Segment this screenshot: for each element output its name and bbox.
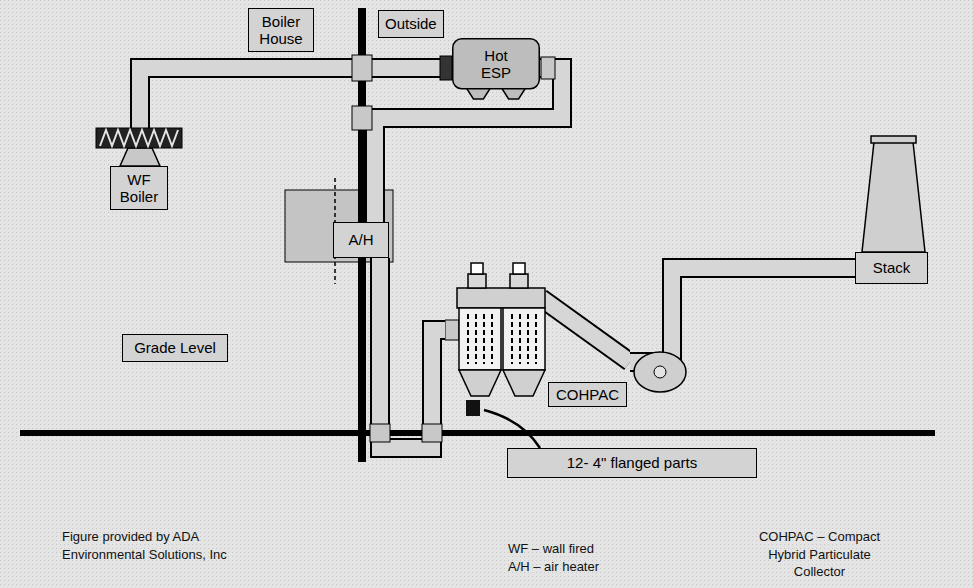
- flue-duct: [380, 258, 445, 448]
- collector-hopper: [503, 370, 545, 396]
- esp-outlet: [541, 57, 555, 79]
- grade-penetration: [370, 424, 390, 442]
- filter-bag: [527, 314, 529, 364]
- node-text: Outside: [385, 15, 437, 32]
- area-label-box: Boiler House: [248, 8, 314, 52]
- esp-body: [453, 39, 540, 89]
- filter-bag: [511, 314, 513, 364]
- abbreviation-note: WF – wall fired: [508, 540, 594, 558]
- node-text: 12- 4" flanged parts: [567, 454, 697, 471]
- esp-inlet: [440, 56, 452, 80]
- stack-rim: [871, 136, 916, 143]
- filter-bag: [467, 314, 469, 364]
- node-text: Boiler House: [255, 13, 307, 48]
- credit-note: Figure provided by ADA Environmental Sol…: [62, 528, 257, 563]
- access-hatch: [468, 274, 486, 288]
- flue-duct: [630, 268, 855, 362]
- filter-bag: [475, 314, 477, 364]
- area-label-box: Outside: [378, 10, 444, 38]
- node-text: COHPAC: [556, 386, 619, 403]
- esp-hopper: [466, 88, 490, 99]
- wall-penetration: [352, 106, 372, 130]
- duct-wall: [375, 68, 562, 222]
- leader-line: [484, 410, 540, 448]
- duct-inside: [630, 268, 855, 362]
- collector-plenum: [457, 288, 545, 308]
- fan-housing: [634, 352, 686, 392]
- stack-tower: [862, 142, 925, 252]
- bag-compartment: [503, 308, 545, 370]
- collector-inlet: [445, 320, 459, 340]
- abbreviation-note: A/H – air heater: [508, 558, 599, 576]
- filter-bag: [483, 314, 485, 364]
- node-text: Grade Level: [134, 339, 216, 356]
- callout-box: 12- 4" flanged parts: [507, 448, 757, 478]
- access-hatch: [510, 274, 528, 288]
- boiler-box: WF Boiler: [110, 166, 168, 210]
- esp-hopper: [502, 88, 526, 99]
- hatch-cap: [471, 263, 483, 274]
- duct-inside: [375, 68, 562, 222]
- flue-duct: [375, 68, 562, 222]
- outlet-duct-wall: [541, 298, 630, 362]
- air-heater-box: A/H: [333, 222, 389, 258]
- node-text: Hot ESP: [478, 47, 514, 82]
- filter-bag: [491, 314, 493, 364]
- bag-compartment: [459, 308, 501, 370]
- node-text: WF Boiler: [117, 171, 161, 206]
- filter-bag: [519, 314, 521, 364]
- duct-inside: [380, 258, 445, 448]
- duct-wall: [380, 258, 445, 448]
- grade-penetration: [422, 424, 442, 442]
- boiler-coil: [96, 128, 182, 148]
- boiler-funnel: [120, 148, 160, 166]
- node-text: Stack: [873, 259, 911, 276]
- grade-label-box: Grade Level: [122, 334, 228, 362]
- collector-unit: COHPAC: [445, 258, 630, 415]
- outlet-duct-inside: [541, 298, 630, 362]
- collector-label-box: COHPAC: [548, 382, 627, 407]
- flanged-port: [466, 400, 480, 416]
- collector-hopper: [459, 370, 501, 396]
- abbreviation-note: COHPAC – Compact Hybrid Particulate Coll…: [752, 528, 887, 581]
- coil-windings: [100, 130, 178, 146]
- filter-bag: [535, 314, 537, 364]
- stack-base-box: Stack: [855, 252, 928, 284]
- grade-line: [20, 430, 935, 436]
- fan-hub: [654, 366, 666, 378]
- node-text: A/H: [348, 231, 373, 248]
- hatch-cap: [513, 263, 525, 274]
- esp-unit: Hot ESP: [452, 38, 540, 100]
- wall-penetration: [352, 55, 372, 81]
- duct-wall: [630, 268, 855, 362]
